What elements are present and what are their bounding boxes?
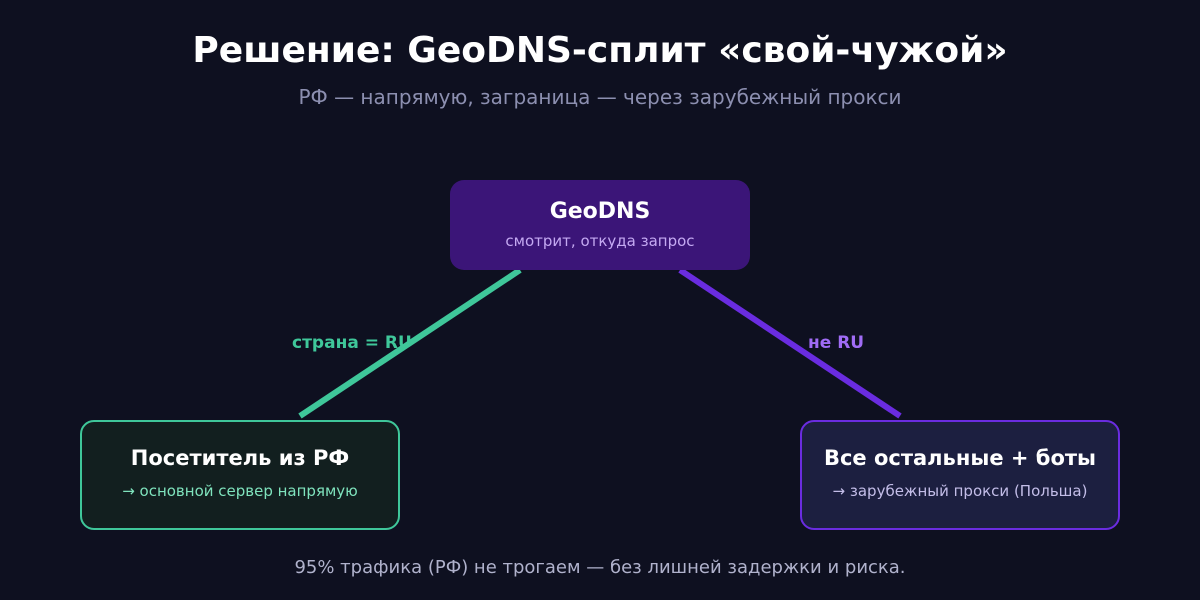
edge-label-other: не RU — [808, 333, 865, 353]
edge-label-ru: страна = RU — [292, 333, 412, 353]
geodns-node-subtitle: смотрит, откуда запрос — [505, 232, 695, 250]
ru-visitor-node-title: Посетитель из РФ — [130, 446, 350, 470]
connector-other — [678, 267, 902, 419]
others-node-subtitle: → зарубежный прокси (Польша) — [832, 482, 1088, 500]
footer-note: 95% трафика (РФ) не трогаем — без лишней… — [294, 557, 906, 578]
page-subtitle: РФ — напрямую, заграница — через зарубеж… — [298, 85, 902, 109]
ru-visitor-node-subtitle: → основной сервер напрямую — [122, 482, 358, 500]
geodns-node: GeoDNS смотрит, откуда запрос — [450, 180, 750, 270]
connector-ru — [298, 267, 522, 419]
geodns-node-title: GeoDNS — [549, 199, 651, 224]
ru-visitor-node: Посетитель из РФ → основной сервер напря… — [80, 420, 400, 530]
page-title: Решение: GeoDNS-сплит «свой-чужой» — [192, 30, 1008, 71]
others-node: Все остальные + боты → зарубежный прокси… — [800, 420, 1120, 530]
others-node-title: Все остальные + боты — [823, 446, 1097, 470]
